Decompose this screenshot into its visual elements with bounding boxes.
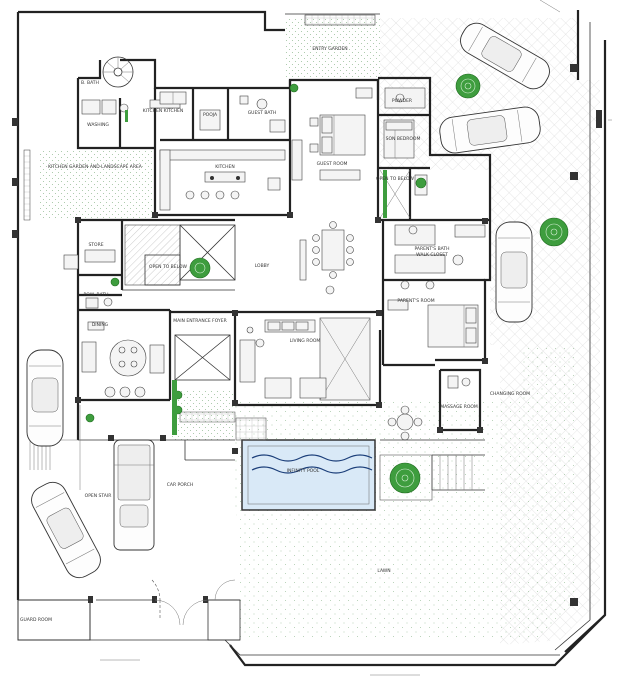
label-living-room: LIVING ROOM (290, 338, 321, 344)
tree-3 (389, 462, 421, 494)
car-bottom-left (31, 481, 101, 579)
spiral-stair (102, 56, 134, 88)
plant-1 (289, 83, 299, 93)
label-parents-room: PARENT'S ROOM (397, 298, 434, 304)
label-entry-garden: ENTRY GARDEN (312, 46, 347, 52)
label-open-stair: OPEN STAIR (85, 493, 112, 499)
label-guest-bath: GUEST BATH (248, 110, 277, 116)
main-stair (124, 224, 236, 286)
car-porch-truck (113, 439, 155, 551)
label-kitchen: KITCHEN (215, 164, 235, 170)
car-right-mid (495, 221, 533, 323)
label-kitchen-kitchen: KITCHEN KITCHEN (143, 108, 183, 114)
infinity-pool (235, 417, 433, 511)
car-top-right-1 (460, 22, 550, 90)
dimension-markers (100, 0, 612, 676)
kitchen-garden-area (40, 150, 155, 220)
kitchen-fixtures (81, 91, 286, 211)
label-kitchen-garden: KITCHEN GARDEN AND LANDSCAPE AREA (48, 164, 143, 170)
label-washing: WASHING (87, 122, 109, 128)
label-parents-bath: PARENT'S BATH (414, 246, 449, 252)
guard-room (17, 579, 241, 641)
label-lawn: LAWN (377, 568, 390, 574)
label-foyer: MAIN ENTRANCE FOYER (173, 318, 226, 324)
parents-room-furniture (387, 224, 486, 389)
tree-4 (189, 257, 211, 279)
guest-room-furniture (291, 87, 373, 181)
label-guard-room: GUARD ROOM (20, 617, 52, 623)
label-son-bedroom: SON BEDROOM (386, 136, 421, 142)
top-grille (304, 14, 376, 26)
terrace-seating (380, 405, 485, 491)
living-furniture (174, 317, 371, 401)
label-open-below-left: OPEN TO BELOW (149, 264, 187, 270)
lobby-furniture (299, 221, 354, 295)
label-changing-room: CHANGING ROOM (490, 391, 530, 397)
green-strips (125, 110, 387, 435)
car-top-right-2 (439, 106, 541, 154)
compound-wall (12, 10, 607, 667)
plant-3 (110, 277, 120, 287)
label-infinity-pool: INFINITY POOL (287, 468, 320, 474)
plant-2 (415, 177, 427, 189)
store-fixtures (63, 249, 116, 309)
tree-2 (539, 217, 569, 247)
label-bath-tl: B. BATH (81, 80, 99, 86)
house-walls (75, 58, 492, 454)
label-car-porch: CAR PORCH (167, 482, 193, 488)
car-left (26, 349, 64, 447)
label-dining: DINING (92, 322, 109, 328)
tree-1 (455, 73, 481, 99)
label-walk-closet: WALK CLOSET (416, 252, 448, 258)
room-labels: B. BATH WASHING KITCHEN KITCHEN POOJA GU… (20, 46, 530, 623)
plant-4 (85, 413, 95, 423)
label-guest-room: GUEST ROOM (317, 161, 348, 167)
label-pwd-bath: POW. BATH (84, 292, 109, 298)
label-lobby: LOBBY (255, 263, 270, 269)
label-massage-room: MASSAGE ROOM (440, 404, 478, 410)
dining-furniture (81, 321, 165, 398)
label-store: STORE (88, 242, 103, 248)
label-powder: POWDER (392, 98, 412, 104)
label-pooja: POOJA (203, 112, 218, 118)
label-open-below-right: OPEN TO BELOW (376, 176, 414, 182)
